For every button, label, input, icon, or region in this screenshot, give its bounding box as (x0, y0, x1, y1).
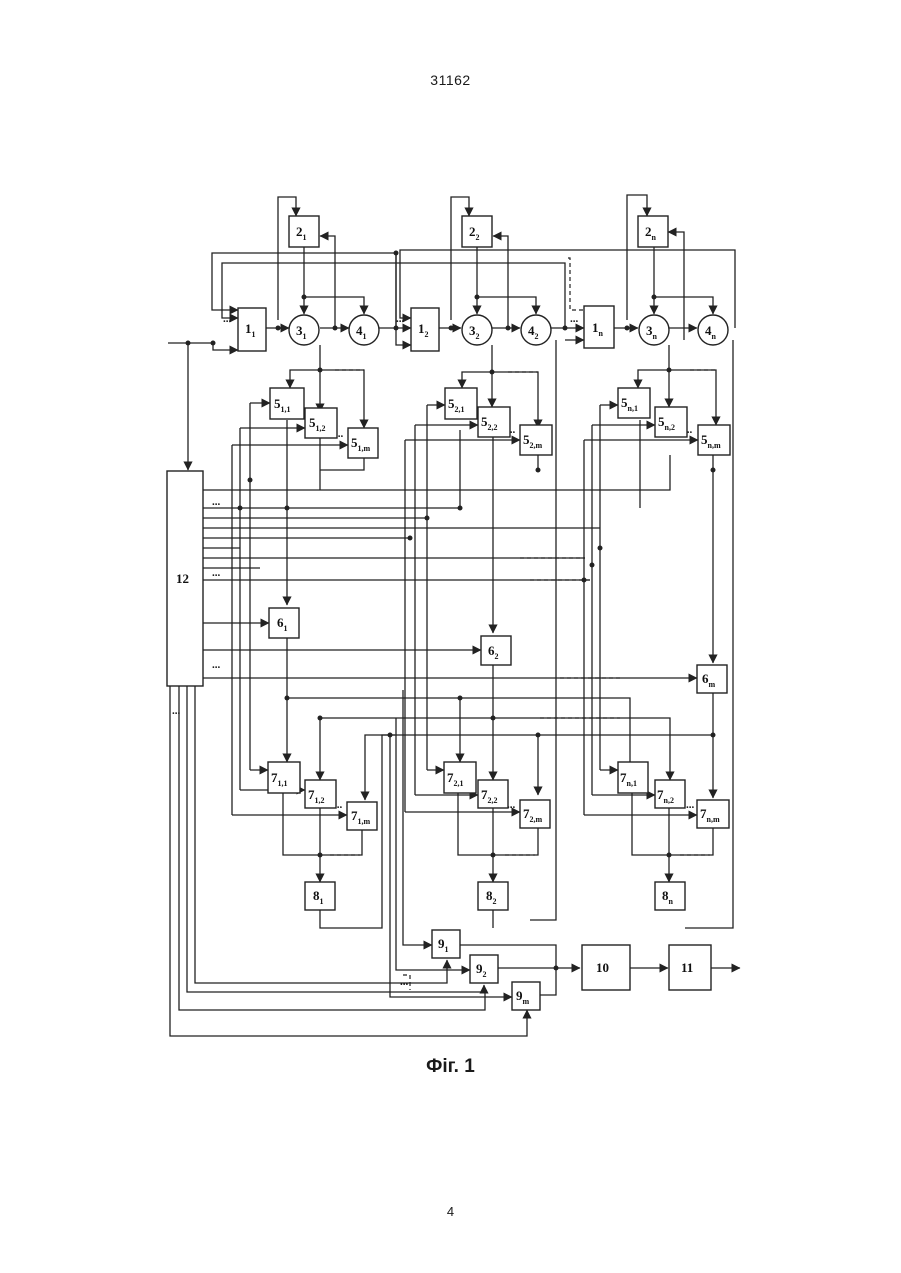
block-6-m: 6m (697, 665, 727, 693)
control-bus-lines (203, 430, 697, 678)
block-2-2: 22 (462, 216, 492, 247)
block-12: 12 (167, 471, 203, 686)
block-9-2: 92 (470, 955, 498, 983)
block-5-2-m: 52,m (520, 425, 552, 455)
block-5-n-m: 5n,m (698, 425, 730, 455)
ellipsis-mark: ... (212, 496, 221, 508)
ellipsis-mark: ... (400, 976, 409, 988)
block-5-1-m: 51,m (348, 428, 378, 458)
ellipsis-mark: ... (212, 659, 221, 671)
block-5-n-2: 5n,2 (655, 407, 687, 437)
block-5-2-1: 52,1 (445, 388, 477, 419)
svg-text:12: 12 (176, 571, 189, 586)
junction-dots (186, 251, 716, 971)
block-8-2: 82 (478, 882, 508, 910)
block-7-n-1: 7n,1 (618, 762, 648, 793)
block-7-n-m: 7n,m (697, 800, 729, 828)
block-7-n-2: 7n,2 (655, 780, 685, 808)
block-11: 11 (669, 945, 711, 990)
ellipsis-mark: ... (570, 313, 579, 325)
ellipsis-mark: ... (686, 799, 695, 811)
block-9-m: 9m (512, 982, 540, 1010)
block-1-2: 12 (411, 308, 439, 351)
node-3-1: 31 (289, 315, 319, 345)
block-5-2-2: 52,2 (478, 407, 510, 437)
block-7-1-m: 71,m (347, 802, 377, 830)
block-7-2-1: 72,1 (444, 762, 476, 793)
block-10: 10 (582, 945, 630, 990)
svg-text:11: 11 (681, 960, 693, 975)
node-4-2: 42 (521, 315, 551, 345)
block-9-1: 91 (432, 930, 460, 958)
ellipsis-mark: ... (396, 313, 405, 325)
block-7-1-2: 71,2 (305, 780, 336, 808)
block-5-1-2: 51,2 (305, 408, 337, 438)
block-1-n: 1n (584, 306, 614, 348)
node-4-n: 4n (698, 315, 728, 345)
ellipsis-mark: ... (212, 567, 221, 579)
ellipsis-mark: ... (223, 313, 232, 325)
block-7-2-2: 72,2 (478, 780, 508, 808)
svg-text:10: 10 (596, 960, 609, 975)
block-1-1: 11 (238, 308, 266, 351)
bottom-connections (170, 686, 740, 1036)
block-6-1: 61 (269, 608, 299, 638)
node-3-n: 3n (639, 315, 669, 345)
node-3-2: 32 (462, 315, 492, 345)
block-5-1-1: 51,1 (270, 388, 304, 419)
block-2-n: 2n (638, 216, 668, 247)
block-6-2: 62 (481, 636, 511, 665)
block-2-1: 21 (289, 216, 319, 247)
page-number: 4 (0, 1204, 901, 1219)
block-7-2-m: 72,m (520, 800, 550, 828)
block-7-1-1: 71,1 (268, 762, 300, 793)
block-8-n: 8n (655, 882, 685, 910)
block-8-1: 81 (305, 882, 335, 910)
block-5-n-1: 5n,1 (618, 388, 650, 418)
figure-caption: Фіг. 1 (0, 1056, 901, 1078)
node-4-1: 41 (349, 315, 379, 345)
